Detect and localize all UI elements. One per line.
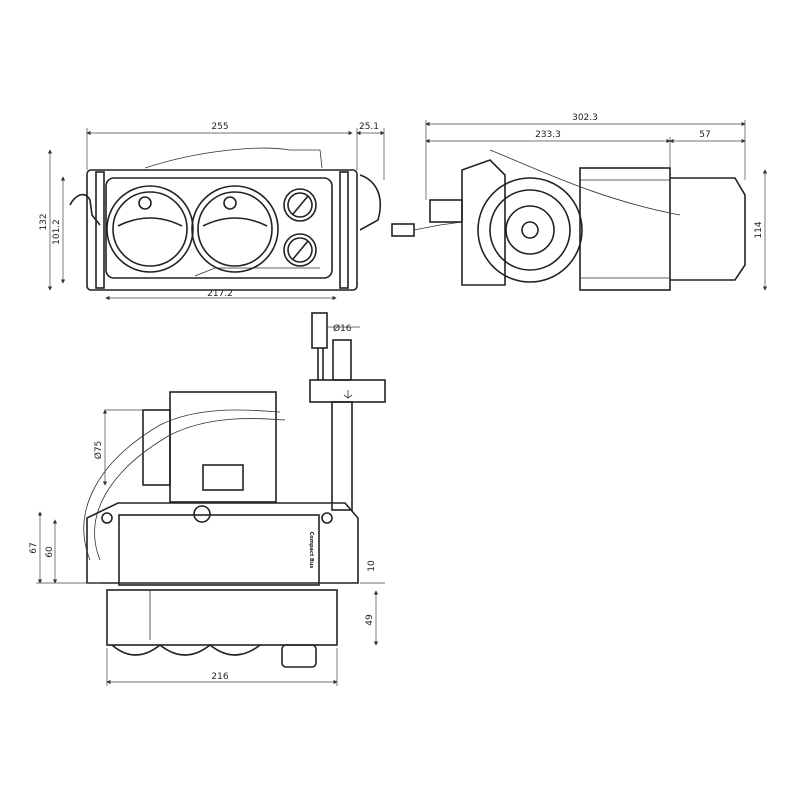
dim-panel-width: 217.2 bbox=[207, 289, 233, 299]
fan-speed-knob bbox=[283, 188, 317, 222]
dim-pipe-diameter: Ø16 bbox=[333, 323, 352, 334]
dim-width: 216 bbox=[211, 672, 228, 682]
dim-connector-offset: 25.1 bbox=[359, 122, 379, 132]
dim-height-60: 60 bbox=[45, 546, 55, 558]
air-vent-right bbox=[191, 185, 279, 273]
dim-length-body: 233.3 bbox=[535, 130, 561, 140]
front-view: 255 25.1 132 101.2 217.2 bbox=[39, 122, 385, 301]
dim-motor-diameter: Ø75 bbox=[93, 441, 104, 460]
dim-height-panel: 101.2 bbox=[52, 219, 62, 245]
top-view: Compact Bus Ø16 Ø75 67 60 10 49 216 bbox=[29, 312, 386, 686]
side-view: 302.3 233.3 57 114 bbox=[391, 113, 768, 291]
dim-flange-10: 10 bbox=[367, 560, 377, 572]
dim-height-total: 132 bbox=[39, 213, 49, 230]
dim-width-total: 255 bbox=[211, 122, 228, 132]
air-vent-left bbox=[106, 185, 194, 273]
dim-motor-length: 57 bbox=[699, 130, 710, 140]
dim-height-67: 67 bbox=[29, 542, 39, 553]
dim-length-total: 302.3 bbox=[572, 113, 598, 123]
product-label bbox=[202, 464, 244, 491]
dim-height: 114 bbox=[754, 221, 764, 238]
model-label: Compact Bus bbox=[308, 532, 314, 569]
temperature-knob bbox=[283, 233, 317, 267]
dim-fan-49: 49 bbox=[365, 614, 375, 626]
